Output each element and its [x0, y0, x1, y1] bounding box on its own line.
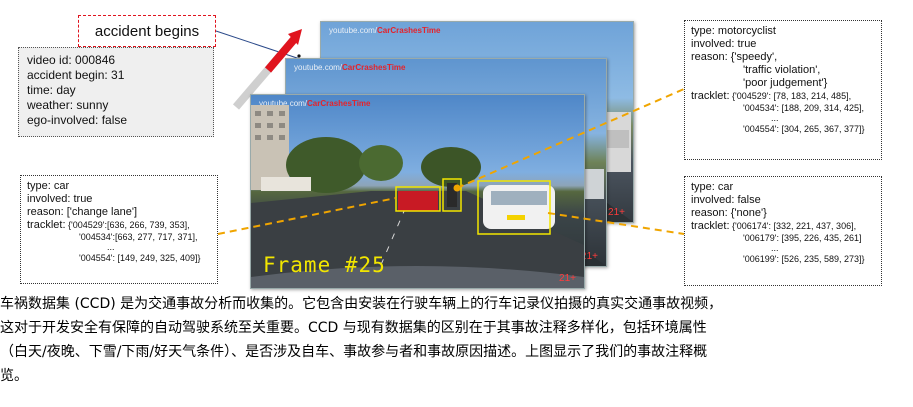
annotation-tracklet-row: '006179': [395, 226, 435, 261] [743, 233, 862, 243]
annotation-involved: involved: false [691, 194, 761, 206]
car-left-annotation: type: car involved: true reason: ['chang… [20, 175, 218, 284]
annotation-involved: involved: true [691, 38, 757, 50]
motorcyclist-annotation: type: motorcyclist involved: true reason… [684, 20, 882, 160]
meta-line: weather: sunny [27, 98, 109, 112]
caption-line: （白天/夜晚、下雪/下雨/好天气条件）、是否涉及自车、事故参与者和事故原因描述。… [0, 344, 708, 360]
frame-counter-middle: 21+ [581, 251, 598, 262]
watermark: youtube.com/CarCrashesTime [294, 63, 406, 72]
accident-begins-label: accident begins [78, 15, 216, 47]
annotation-tracklet-row: '004534': [188, 209, 314, 425], [743, 103, 865, 113]
annotation-reason: reason: {'none'} [691, 207, 767, 219]
annotation-reason-item: 'traffic violation', [743, 64, 821, 76]
annotation-tracklet-row: '006199': [526, 235, 589, 273]} [743, 254, 865, 264]
annotation-ellipsis: ... [771, 243, 779, 253]
watermark: youtube.com/CarCrashesTime [259, 99, 371, 108]
video-metadata-box: video id: 000846 accident begin: 31 time… [18, 47, 214, 137]
caption-line: 车祸数据集 (CCD) 是为交通事故分析而收集的。它包含由安装在行驶车辆上的行车… [0, 296, 723, 312]
annotation-tracklet-row: '004534':[663, 277, 717, 371], [79, 232, 198, 242]
annotation-type: type: motorcyclist [691, 25, 776, 37]
annotation-tracklet: tracklet: {'004529': [78, 183, 214, 485]… [691, 90, 852, 102]
annotation-reason-item: 'poor judgement'} [743, 77, 828, 89]
figure-caption: 车祸数据集 (CCD) 是为交通事故分析而收集的。它包含由安装在行驶车辆上的行车… [0, 292, 913, 388]
watermark: youtube.com/CarCrashesTime [329, 26, 441, 35]
annotation-ellipsis: ... [107, 242, 115, 252]
annotation-involved: involved: true [27, 193, 93, 205]
caption-line: 这对于开发安全有保障的自动驾驶系统至关重要。CCD 与现有数据集的区别在于其事故… [0, 320, 707, 336]
meta-line: ego-involved: false [27, 113, 128, 127]
annotation-reason: reason: {'speedy', [691, 51, 778, 63]
frame-counter-back: 21+ [608, 207, 625, 218]
annotation-tracklet: tracklet: {'004529':[636, 266, 739, 353]… [27, 219, 190, 231]
car-right-annotation: type: car involved: false reason: {'none… [684, 176, 882, 286]
annotation-ellipsis: ... [771, 113, 779, 123]
annotation-tracklet-row: '004554': [149, 249, 325, 409]} [79, 253, 201, 263]
meta-line: video id: 000846 [27, 53, 116, 67]
annotation-tracklet: tracklet: {'006174': [332, 221, 437, 306… [691, 220, 857, 232]
annotation-type: type: car [27, 180, 70, 192]
video-frame-front: youtube.com/CarCrashesTime Frame #25 21+ [250, 94, 585, 289]
frame-counter-front: 21+ [559, 273, 576, 284]
caption-line: 览。 [0, 368, 28, 384]
meta-line: time: day [27, 83, 76, 97]
frame-number-label: Frame #25 [263, 253, 386, 277]
meta-line: accident begin: 31 [27, 68, 125, 82]
annotation-reason: reason: ['change lane'] [27, 206, 137, 218]
annotation-type: type: car [691, 181, 734, 193]
annotation-tracklet-row: '004554': [304, 265, 367, 377]} [743, 124, 865, 134]
